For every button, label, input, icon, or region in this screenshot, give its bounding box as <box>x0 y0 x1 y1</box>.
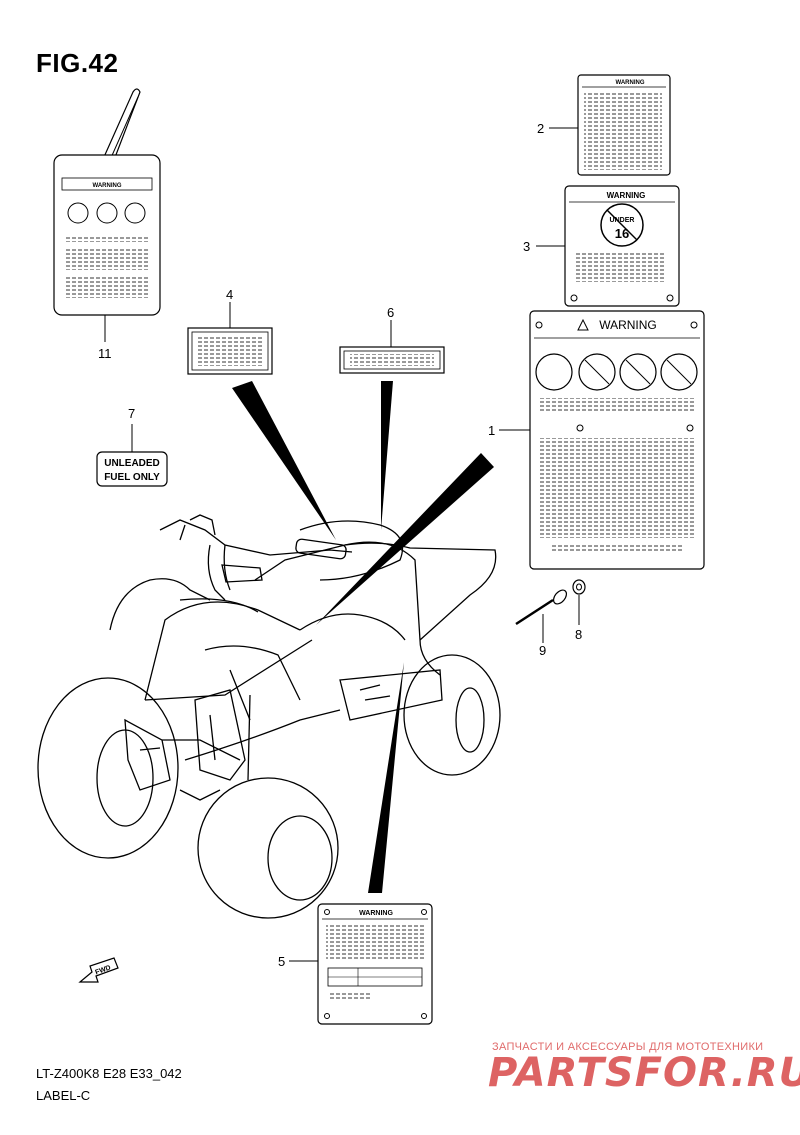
model-code: LT-Z400K8 E28 E33_042 <box>36 1066 182 1081</box>
label5-warning-text: WARNING <box>359 910 393 917</box>
watermark-subtitle: ЗАПЧАСТИ И АКСЕССУАРЫ ДЛЯ МОТОТЕХНИКИ <box>492 1041 764 1053</box>
under-16-warning-label-3[interactable]: WARNING UNDER 16 <box>564 185 680 307</box>
callout-7: 7 <box>128 406 136 421</box>
callout-4: 4 <box>226 287 234 302</box>
leader-wedge-4 <box>232 381 336 540</box>
unleaded-fuel-label-7[interactable]: UNLEADED FUEL ONLY <box>96 451 168 487</box>
main-warning-label-1[interactable]: WARNING <box>529 310 705 570</box>
label2-warning-text: WARNING <box>616 80 645 86</box>
figure-title: FIG.42 <box>36 48 119 78</box>
callout-11: 11 <box>98 346 112 361</box>
under-text: UNDER <box>610 217 635 224</box>
fuel-line1: UNLEADED <box>104 458 160 469</box>
callout-6: 6 <box>387 305 395 320</box>
leader-wedge-5 <box>368 662 404 893</box>
leader-wedge-1 <box>316 453 494 625</box>
under-number: 16 <box>615 226 629 241</box>
callout-2: 2 <box>537 121 545 136</box>
label-4[interactable] <box>187 327 273 375</box>
washer-part-8[interactable] <box>572 579 586 595</box>
watermark-brand: PARTSFOR.RU <box>488 1050 800 1096</box>
callout-3: 3 <box>523 239 531 254</box>
warning-label-5[interactable]: WARNING <box>317 903 433 1025</box>
label-6[interactable] <box>339 346 445 374</box>
label3-warning-text: WARNING <box>607 191 646 200</box>
hang-tag-label-11[interactable]: WARNING <box>53 88 161 316</box>
fwd-arrow-icon: FWD <box>78 957 119 983</box>
label1-warning-text: WARNING <box>599 318 657 332</box>
hang-tag-warning-text: WARNING <box>93 183 122 189</box>
leader-wedge-6 <box>381 381 393 530</box>
warning-label-2[interactable]: WARNING <box>577 74 671 176</box>
section-label: LABEL-C <box>36 1088 91 1103</box>
callout-9: 9 <box>539 643 547 658</box>
atv-illustration <box>37 514 501 919</box>
fuel-line2: FUEL ONLY <box>104 472 160 483</box>
callout-1: 1 <box>488 423 496 438</box>
rivet-part-9[interactable] <box>515 588 569 626</box>
callout-5: 5 <box>278 954 286 969</box>
callout-8: 8 <box>575 627 583 642</box>
